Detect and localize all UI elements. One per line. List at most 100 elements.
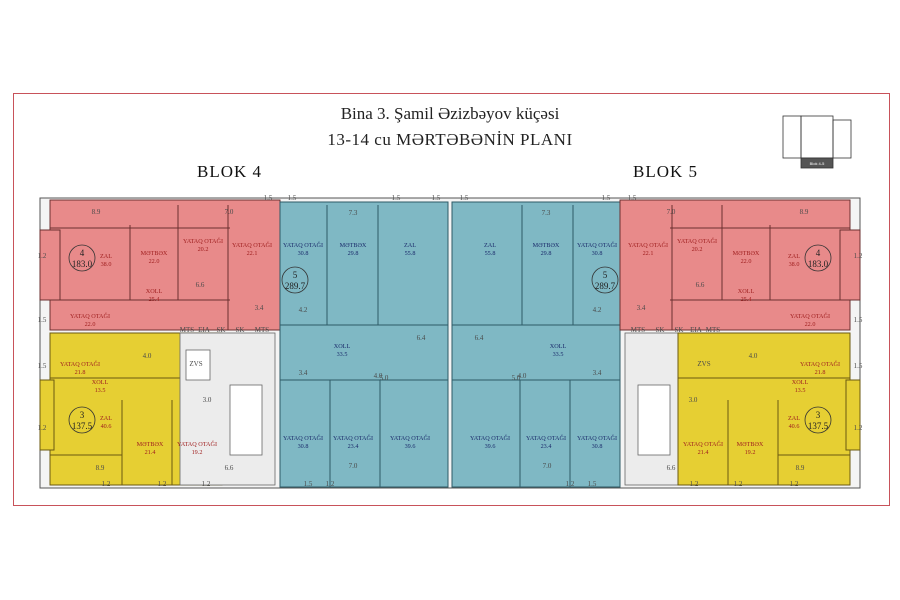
dimension-label: 1.2 xyxy=(566,480,575,488)
drawing-frame xyxy=(13,93,890,506)
shaft-label: MTS xyxy=(631,326,646,334)
dimension-label: 1.5 xyxy=(38,316,47,324)
room-name: XOLL xyxy=(738,288,755,295)
dimension-label: 6.4 xyxy=(475,334,484,342)
dimension-label: 1.5 xyxy=(460,194,469,202)
dimension-label: 4.0 xyxy=(518,372,527,380)
room-area: 25.4 xyxy=(741,296,752,303)
room-name: YATAQ OTAĞI xyxy=(60,360,100,368)
dimension-label: 1.2 xyxy=(38,424,47,432)
room-name: YATAQ OTAĞI xyxy=(283,434,323,442)
dimension-label: 4.2 xyxy=(299,306,308,314)
apartment-number: 3 xyxy=(816,410,821,420)
room-name: XOLL xyxy=(334,343,351,350)
dimension-label: 1.5 xyxy=(854,362,863,370)
room-area: 19.2 xyxy=(745,449,756,456)
key-plan-highlight xyxy=(800,157,834,169)
apartment-number: 3 xyxy=(80,410,85,420)
room-area: 29.8 xyxy=(348,250,359,257)
dimension-label: 8.9 xyxy=(96,464,105,472)
dimension-label: 7.3 xyxy=(542,209,551,217)
room-name: YATAQ OTAĞI xyxy=(677,237,717,245)
room-area: 29.8 xyxy=(541,250,552,257)
dimension-label: 7.0 xyxy=(225,208,234,216)
room-name: YATAQ OTAĞI xyxy=(577,241,617,249)
dimension-label: 1.5 xyxy=(38,362,47,370)
apartment-number: 4 xyxy=(80,248,85,258)
room-name: ZAL xyxy=(484,242,496,249)
apartment-area: 137.5 xyxy=(808,421,829,431)
apartment-area: 289.7 xyxy=(285,281,306,291)
dimension-label: 6.6 xyxy=(667,464,676,472)
dimension-label: 3.4 xyxy=(593,369,602,377)
room-name: YATAQ OTAĞI xyxy=(683,440,723,448)
room-area: 30.8 xyxy=(298,250,309,257)
plan-title-street: Bina 3. Şamil Əzizbəyov küçəsi xyxy=(340,104,560,123)
dimension-label: 7.0 xyxy=(667,208,676,216)
room-area: 19.2 xyxy=(192,449,203,456)
room-area: 39.6 xyxy=(405,443,416,450)
room-name: MƏTBƏX xyxy=(137,441,164,448)
room-area: 20.2 xyxy=(198,246,209,253)
room-area: 22.0 xyxy=(85,321,96,328)
room-area: 22.1 xyxy=(247,250,258,257)
shaft-label: EIA xyxy=(198,326,210,334)
room-name: YATAQ OTAĞI xyxy=(628,241,668,249)
lift-label: ZVS xyxy=(697,360,710,368)
dimension-label: 1.2 xyxy=(854,252,863,260)
room-area: 38.0 xyxy=(101,261,112,268)
room-name: ZAL xyxy=(100,415,112,422)
dimension-label: 6.6 xyxy=(696,281,705,289)
dimension-label: 1.2 xyxy=(202,480,211,488)
dimension-label: 1.5 xyxy=(602,194,611,202)
shaft-label: MTS xyxy=(706,326,721,334)
room-name: XOLL xyxy=(146,288,163,295)
room-name: YATAQ OTAĞI xyxy=(177,440,217,448)
room-area: 30.8 xyxy=(298,443,309,450)
dimension-label: 1.2 xyxy=(158,480,167,488)
dimension-label: 1.2 xyxy=(38,252,47,260)
room-area: 55.8 xyxy=(485,250,496,257)
dimension-label: 4.0 xyxy=(749,352,758,360)
dimension-label: 1.2 xyxy=(326,480,335,488)
block-5-label: BLOK 5 xyxy=(633,162,699,181)
room-area: 20.2 xyxy=(692,246,703,253)
shaft-label: EIA xyxy=(690,326,702,334)
apartment-number: 5 xyxy=(293,270,298,280)
dimension-label: 1.5 xyxy=(854,316,863,324)
apartment-area: 137.5 xyxy=(72,421,93,431)
dimension-label: 1.5 xyxy=(304,480,313,488)
room-area: 55.8 xyxy=(405,250,416,257)
room-name: XOLL xyxy=(550,343,567,350)
room-name: XOLL xyxy=(792,379,809,386)
left-apartment-4 xyxy=(39,199,281,331)
dimension-label: 7.0 xyxy=(349,462,358,470)
dimension-label: 6.6 xyxy=(225,464,234,472)
dimension-label: 1.2 xyxy=(690,480,699,488)
room-name: ZAL xyxy=(788,253,800,260)
shaft-label: SK xyxy=(675,326,684,334)
dimension-label: 3.0 xyxy=(689,396,698,404)
dimension-label: 8.9 xyxy=(800,208,809,216)
key-plan: Blok 4-5 xyxy=(782,115,852,169)
dimension-label: 5.0 xyxy=(380,374,389,382)
dimension-label: 1.2 xyxy=(102,480,111,488)
room-area: 23.4 xyxy=(348,443,359,450)
room-name: MƏTBƏX xyxy=(141,250,168,257)
dimension-label: 4.0 xyxy=(374,372,383,380)
room-area: 22.0 xyxy=(741,258,752,265)
shaft-label: SK xyxy=(656,326,665,334)
room-area: 33.5 xyxy=(553,351,564,358)
right-apartment-4 xyxy=(619,199,861,331)
dimension-label: 3.0 xyxy=(203,396,212,404)
room-area: 33.5 xyxy=(337,351,348,358)
dimension-label: 1.2 xyxy=(854,424,863,432)
room-area: 30.8 xyxy=(592,250,603,257)
room-name: YATAQ OTAĞI xyxy=(390,434,430,442)
dimension-label: 7.0 xyxy=(543,462,552,470)
room-area: 22.1 xyxy=(643,250,654,257)
plan-title-floor: 13-14 cu MƏRTƏBƏNİN PLANI xyxy=(327,130,573,149)
dimension-label: 4.2 xyxy=(593,306,602,314)
block-4-label: BLOK 4 xyxy=(197,162,263,181)
